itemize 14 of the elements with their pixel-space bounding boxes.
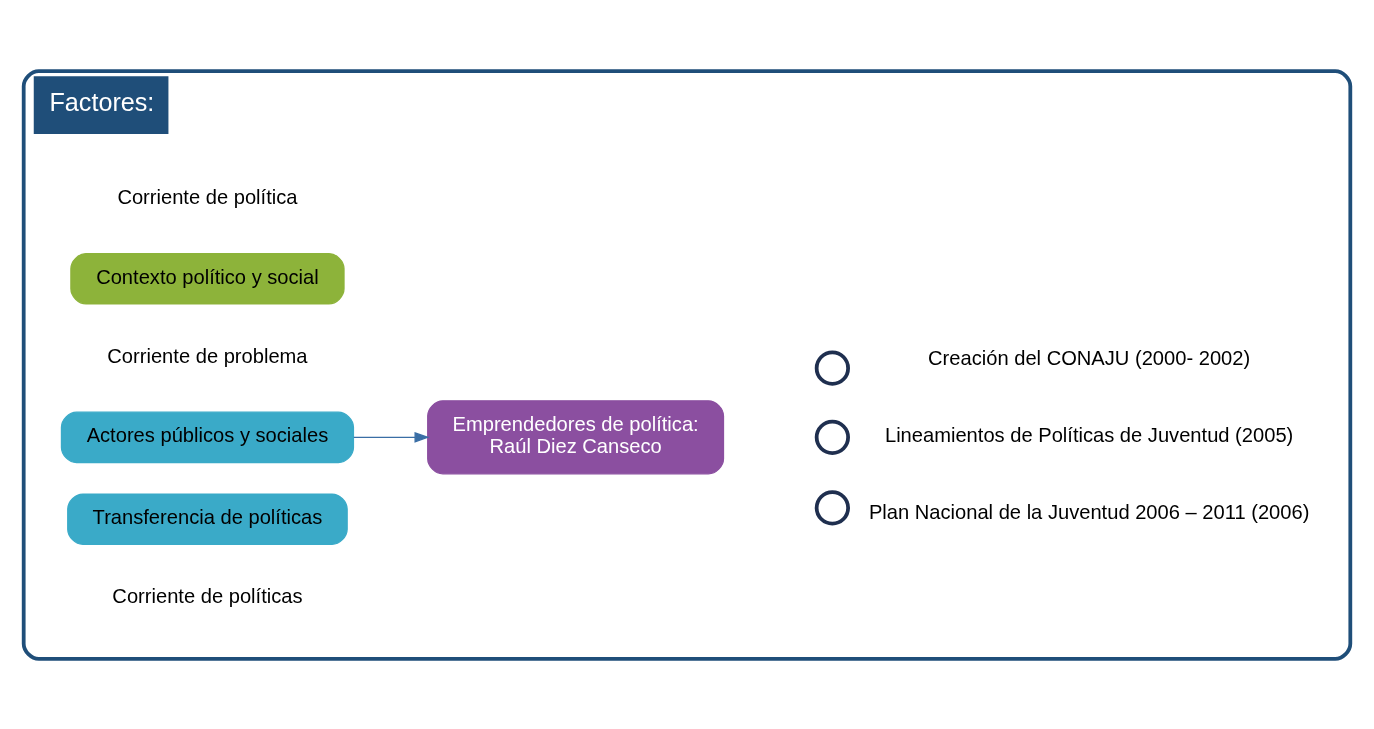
arrow [353,431,430,443]
node-box: Transferencia de políticas [67,492,348,545]
label: Corriente de políticas [112,584,303,607]
label: Corriente de problema [107,344,308,367]
label: Corriente de política [117,185,298,208]
node-circle [814,350,850,386]
node-box: Contexto político y social [70,252,345,305]
node-circle [814,489,850,525]
node-label: Plan Nacional de la Juventud 2006 – 2011 (2006) [868,500,1310,523]
node-box: Emprendedores de política: Raúl Diez Canseco [427,399,725,474]
node-circle [814,419,850,455]
node-label: Lineamientos de Políticas de Juventud (2005) [884,423,1294,446]
node-box: Actores públicos y sociales [60,411,355,463]
node-label: Creación del CONAJU (2000- 2002) [928,346,1251,369]
